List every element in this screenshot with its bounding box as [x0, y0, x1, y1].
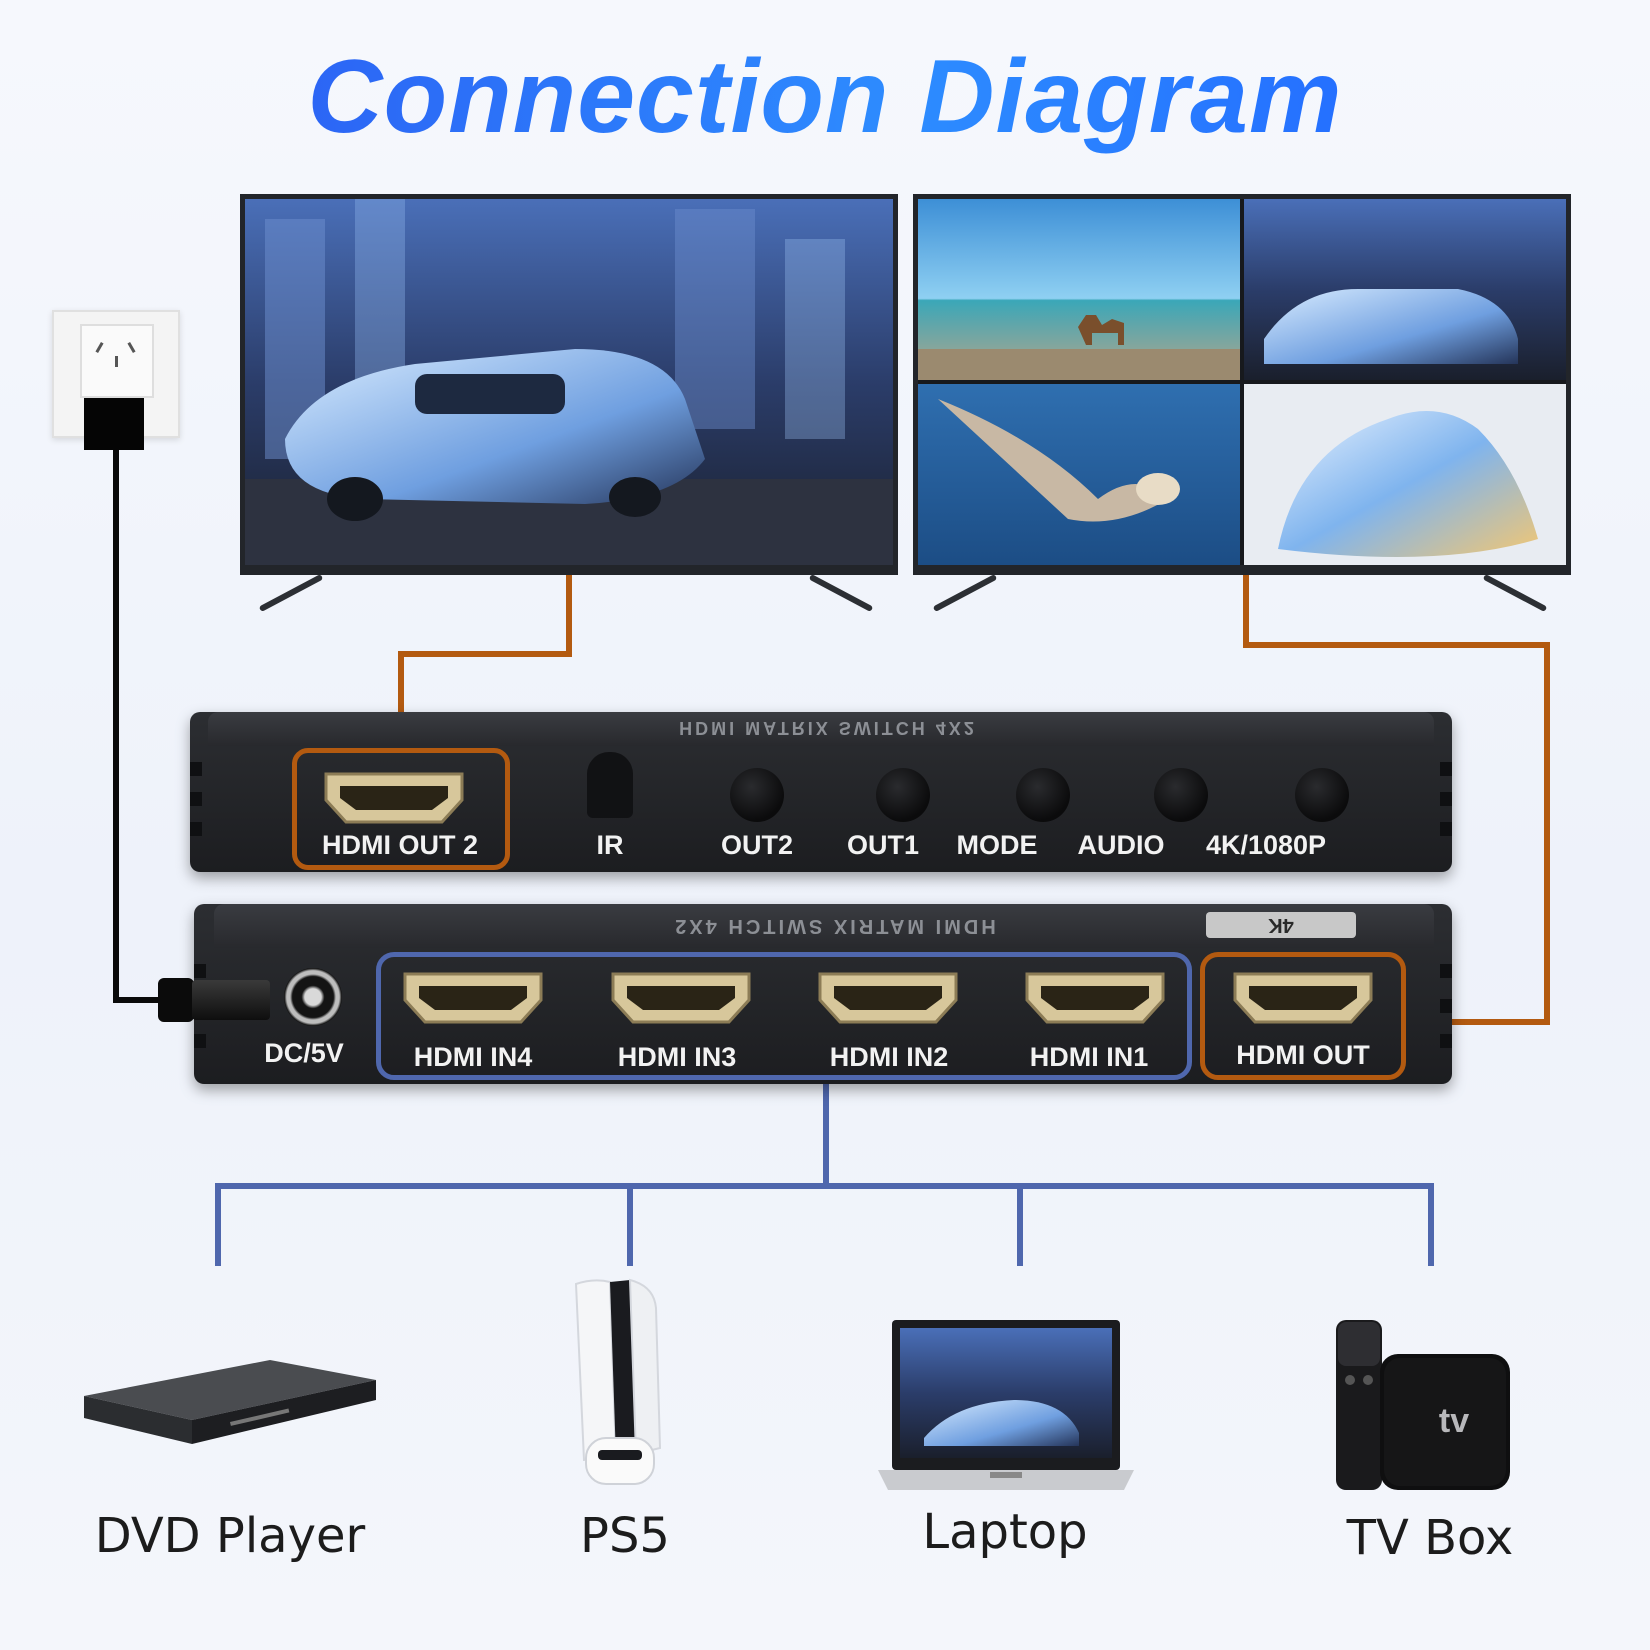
dvd-player-image — [84, 1360, 376, 1444]
switch-front-model-text: HDMI MATRIX SWITCH 4X2 — [679, 718, 977, 738]
fin — [1440, 762, 1452, 776]
port-label-dc: DC/5V — [264, 1038, 344, 1068]
hdmi-in3-port[interactable] — [611, 970, 751, 1026]
socket-face — [80, 324, 154, 398]
fin — [190, 762, 202, 776]
port-label-hdmi-in2: HDMI IN2 — [829, 1042, 949, 1072]
fin — [1440, 999, 1452, 1013]
button-label-out1: OUT1 — [846, 830, 919, 860]
fin — [1440, 822, 1452, 836]
fin — [194, 964, 206, 978]
button-label-out2: OUT2 — [720, 830, 793, 860]
port-label-hdmi-out-2: HDMI OUT 2 — [321, 830, 478, 860]
hdmi-out-2-port[interactable] — [324, 770, 464, 826]
out1-button[interactable] — [876, 768, 930, 822]
port-label-hdmi-in3: HDMI IN3 — [617, 1042, 737, 1072]
tv2-output-line — [1243, 562, 1550, 1025]
power-cable — [113, 445, 165, 1003]
fin — [194, 1034, 206, 1048]
input-bus-line — [215, 1183, 1434, 1266]
hdmi-in4-port[interactable] — [403, 970, 543, 1026]
switch-back-model-text: HDMI MATRIX SWITCH 4X2 — [672, 915, 996, 937]
page-title: Connection Diagram — [0, 38, 1650, 157]
switch-front-top: HDMI MATRIX SWITCH 4X2 — [208, 712, 1434, 746]
mode-button[interactable] — [1016, 768, 1070, 822]
hdmi-in1-port[interactable] — [1025, 970, 1165, 1026]
button-label-mode: MODE — [956, 830, 1038, 860]
ir-sensor — [587, 752, 633, 818]
power-plug — [84, 398, 144, 450]
hdmi-in2-port[interactable] — [818, 970, 958, 1026]
tv-box-image — [1336, 1320, 1510, 1490]
resolution-button[interactable] — [1295, 768, 1349, 822]
tv1-output-line — [398, 562, 572, 748]
out2-button[interactable] — [730, 768, 784, 822]
button-label-audio: AUDIO — [1077, 830, 1165, 860]
tv-right-quad-split — [913, 194, 1571, 575]
device-label-dvd-player: DVD Player — [94, 1508, 366, 1564]
device-label-tv-box: TV Box — [1346, 1510, 1514, 1566]
audio-button[interactable] — [1154, 768, 1208, 822]
tv-right-image — [918, 199, 1566, 565]
ps5-image — [574, 1278, 662, 1485]
switch-back-badge: 4K — [1206, 912, 1356, 938]
tv-left-image — [245, 199, 893, 565]
power-plug-barrel — [158, 978, 194, 1022]
port-label-hdmi-out: HDMI OUT — [1236, 1040, 1370, 1070]
device-label-ps5: PS5 — [580, 1508, 670, 1564]
hdmi-inputs-highlight — [376, 952, 1192, 1080]
fin — [1440, 964, 1452, 978]
port-label-ir: IR — [596, 830, 624, 860]
hdmi-out-2-highlight — [292, 748, 510, 870]
fin — [1440, 792, 1452, 806]
dc-power-jack[interactable] — [284, 968, 342, 1026]
tv-left — [240, 194, 898, 575]
fin — [190, 792, 202, 806]
fin — [190, 822, 202, 836]
port-label-hdmi-in4: HDMI IN4 — [413, 1042, 533, 1072]
port-label-hdmi-in1: HDMI IN1 — [1029, 1042, 1149, 1072]
wall-socket — [52, 310, 180, 450]
hdmi-out-port[interactable] — [1233, 970, 1373, 1026]
fin — [1440, 1034, 1452, 1048]
tv-box-brand-text: tv — [1438, 1402, 1470, 1440]
button-label-resolution: 4K/1080P — [1205, 830, 1327, 860]
switch-back-top: HDMI MATRIX SWITCH 4X2 4K — [214, 904, 1434, 948]
hdmi-out-highlight — [1200, 952, 1406, 1080]
device-label-laptop: Laptop — [922, 1504, 1088, 1560]
power-plug-sleeve — [192, 980, 270, 1020]
laptop-image — [878, 1320, 1134, 1490]
